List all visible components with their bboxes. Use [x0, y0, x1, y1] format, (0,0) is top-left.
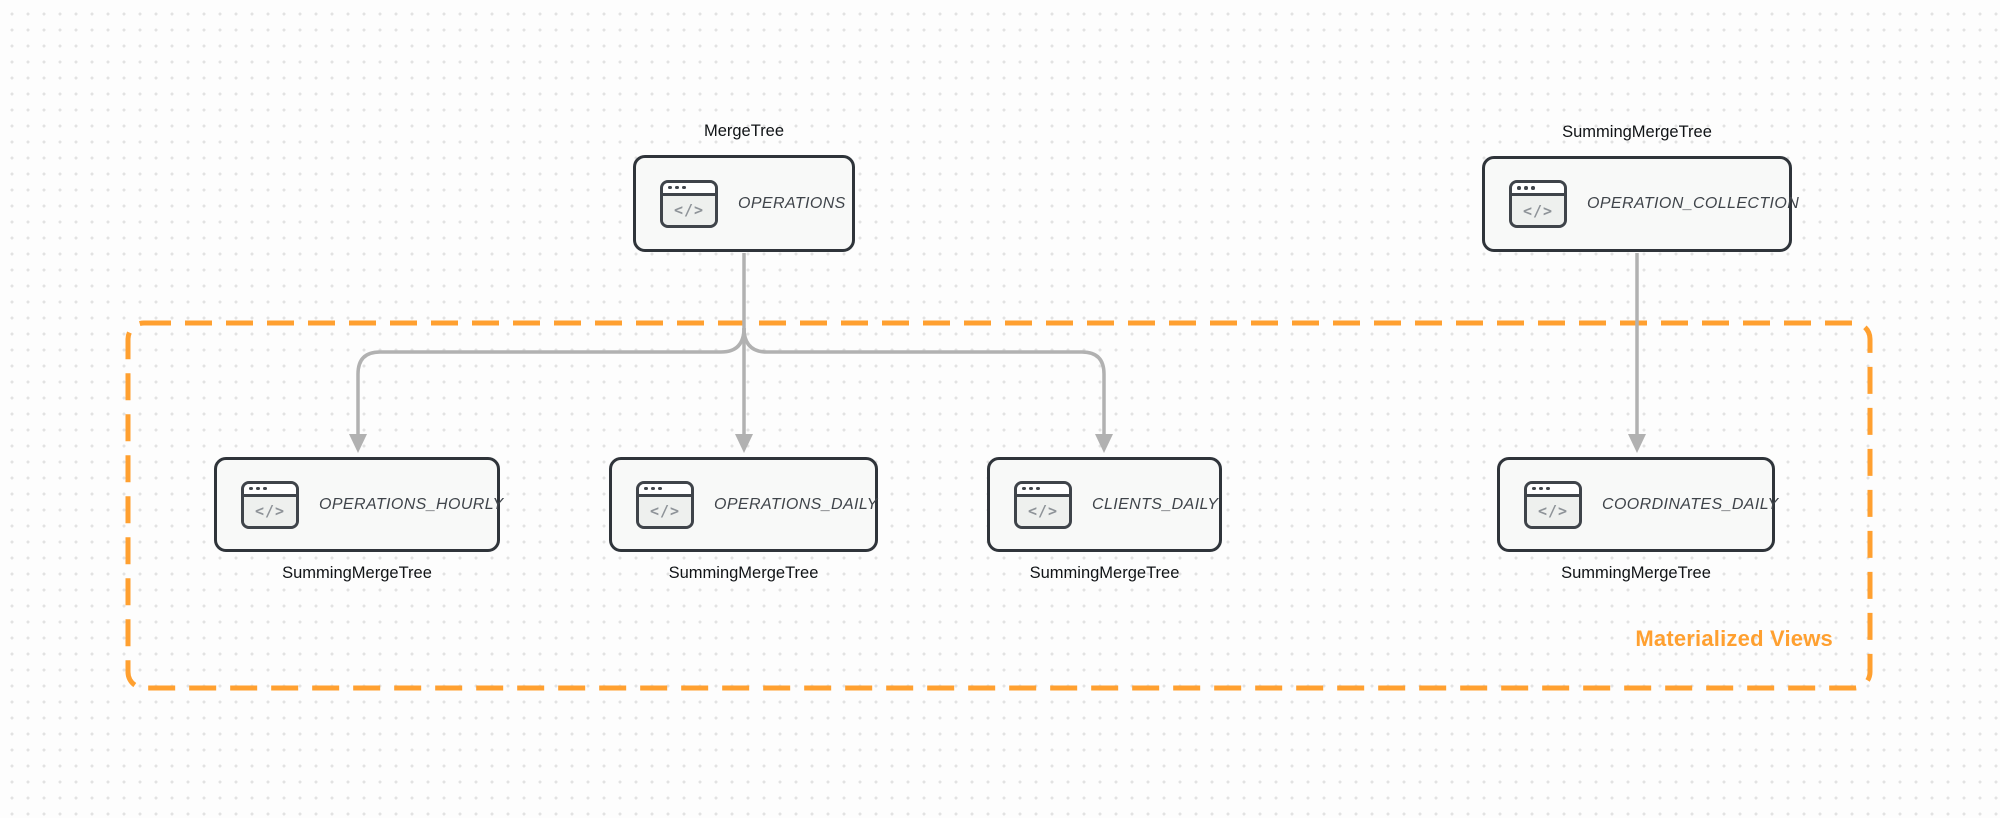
code-glyph: </>: [1512, 196, 1564, 225]
code-window-icon: </>: [1524, 480, 1582, 529]
arrowhead-operations-daily: [735, 434, 753, 453]
materialized-views-label: Materialized Views: [1635, 626, 1833, 651]
code-window-icon: </>: [1014, 480, 1072, 529]
engine-label-operations: MergeTree: [703, 122, 785, 140]
code-glyph: </>: [1527, 496, 1579, 526]
code-window-icon: </>: [1509, 180, 1567, 228]
node-title: OPERATIONS_DAILY: [714, 495, 878, 513]
code-window-icon: </>: [660, 179, 718, 228]
engine-label-clients-daily: SummingMergeTree: [1029, 564, 1180, 582]
edge-operations-to-clients-daily: [742, 327, 1106, 436]
engine-label-operation-collection: SummingMergeTree: [1562, 123, 1712, 141]
window-titlebar: [1527, 483, 1579, 497]
engine-label-operations-hourly: SummingMergeTree: [282, 564, 432, 582]
arrowhead-operations-hourly: [349, 434, 367, 453]
node-title: OPERATION_COLLECTION: [1587, 195, 1800, 212]
node-operations-daily[interactable]: </> OPERATIONS_DAILY: [609, 457, 878, 552]
window-titlebar: [639, 483, 691, 497]
engine-label-operations-daily: SummingMergeTree: [668, 564, 819, 582]
window-titlebar: [1512, 183, 1564, 196]
node-title: CLIENTS_DAILY: [1092, 495, 1219, 513]
window-titlebar: [1017, 483, 1069, 497]
code-glyph: </>: [244, 496, 296, 526]
node-operation-collection[interactable]: </> OPERATION_COLLECTION: [1482, 156, 1799, 252]
code-glyph: </>: [639, 496, 691, 526]
node-clients-daily[interactable]: </> CLIENTS_DAILY: [987, 457, 1222, 552]
node-title: OPERATIONS: [738, 194, 846, 212]
window-titlebar: [244, 483, 296, 497]
code-glyph: </>: [663, 195, 715, 225]
engine-label-coordinates-daily: SummingMergeTree: [1561, 564, 1711, 582]
code-window-icon: </>: [241, 480, 299, 529]
node-operations[interactable]: </> OPERATIONS: [633, 155, 855, 252]
code-window-icon: </>: [636, 480, 694, 529]
node-title: COORDINATES_DAILY: [1602, 495, 1779, 513]
arrowhead-coordinates-daily: [1628, 434, 1646, 453]
node-coordinates-daily[interactable]: </> COORDINATES_DAILY: [1497, 457, 1778, 552]
code-glyph: </>: [1017, 496, 1069, 526]
arrowhead-clients-daily: [1095, 434, 1113, 453]
window-titlebar: [663, 182, 715, 196]
node-operations-hourly[interactable]: </> OPERATIONS_HOURLY: [214, 457, 503, 552]
node-title: OPERATIONS_HOURLY: [319, 495, 504, 513]
edge-operations-to-operations-hourly: [356, 327, 746, 436]
